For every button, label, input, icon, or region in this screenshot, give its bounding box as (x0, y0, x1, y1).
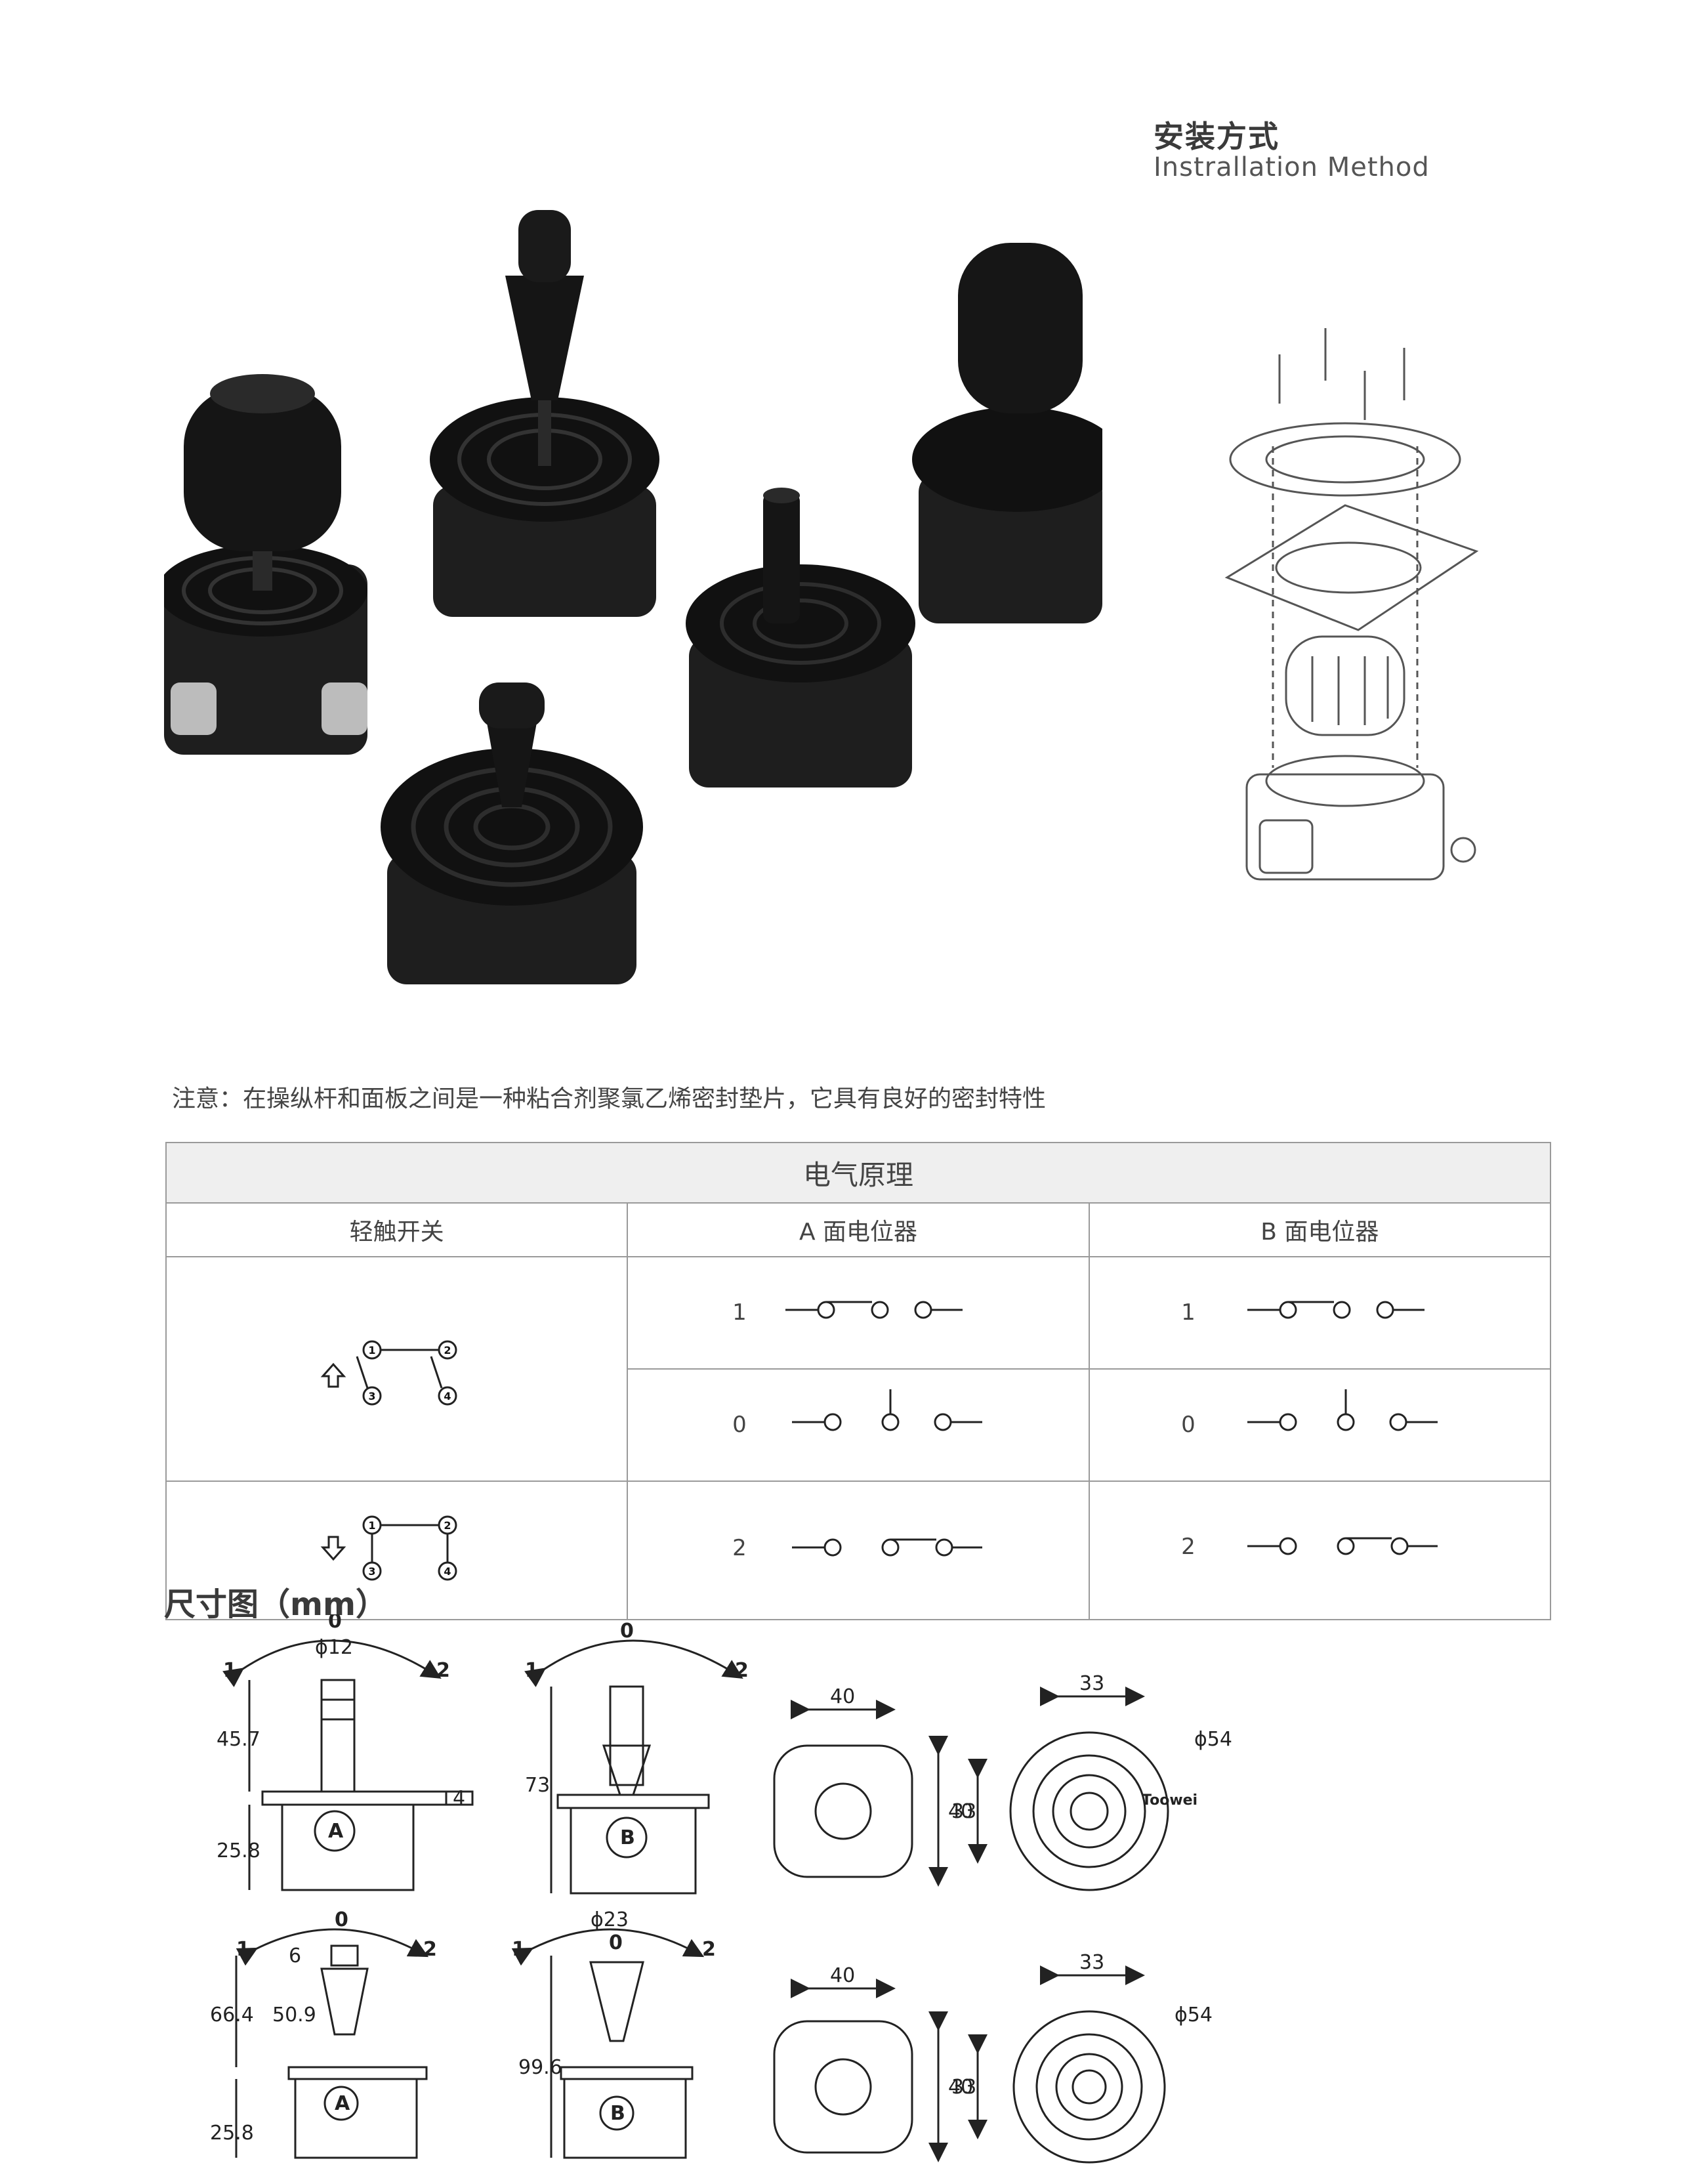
dim-40-side-2: 40 (948, 2076, 973, 2099)
pot-b-label-0: 0 (1181, 1412, 1196, 1438)
joystick-photo-2 (430, 210, 659, 617)
dim-phi23: ϕ23 (591, 1908, 629, 1931)
dir-label-2b: 2 (735, 1659, 749, 1682)
dim-33-top-2: 33 (1079, 1951, 1104, 1974)
dim-73: 73 (525, 1774, 550, 1797)
pot-a-label-2: 2 (733, 1535, 747, 1561)
mounting-ring (1229, 422, 1461, 497)
dim-4: 4 (453, 1787, 465, 1810)
tact-switch-down-symbol: 1 2 3 4 (320, 1515, 457, 1581)
arrow-up-icon (320, 1362, 346, 1387)
dir-label-0d: 0 (609, 1931, 623, 1954)
tact-switch-up-symbol: 1 2 3 4 (320, 1340, 457, 1405)
screws (1278, 328, 1405, 420)
dim-40-side: 40 (948, 1800, 973, 1823)
terminal-4b: 4 (444, 1565, 451, 1578)
arrow-down-icon (320, 1536, 346, 1561)
dim-50-9: 50.9 (272, 2004, 316, 2026)
pot-b-mark-2: B (610, 2102, 625, 2125)
dim-40-top-2: 40 (830, 1964, 855, 1987)
dim-40-top: 40 (830, 1685, 855, 1708)
pot-b-pos-0: 0 (1088, 1368, 1552, 1482)
dim-phi12: ϕ12 (315, 1636, 353, 1659)
col-header-pot-a: A 面电位器 (627, 1202, 1090, 1257)
panel-plate (1224, 504, 1479, 631)
dim-phi54-2: ϕ54 (1175, 2004, 1213, 2026)
side-view-2 (524, 1639, 743, 1895)
pot-a-mark-2: A (335, 2092, 350, 2115)
top-view-1 (773, 1700, 948, 1887)
joystick-photo-1 (157, 374, 367, 755)
dim-6: 6 (289, 1944, 301, 1967)
tact-switch-up-cell: 1 2 3 4 (165, 1256, 629, 1482)
terminal-1: 1 (369, 1344, 376, 1356)
dir-label-0: 0 (328, 1614, 342, 1633)
bottom-view-2 (968, 1965, 1166, 2164)
dim-33-side-2: 33 (951, 2076, 976, 2099)
dir-label-0b: 0 (620, 1620, 634, 1643)
joystick-photo-5 (381, 682, 643, 984)
dim-66-4: 66.4 (210, 2004, 254, 2026)
joystick-photo-4 (686, 488, 915, 788)
terminal-2: 2 (444, 1344, 451, 1356)
pot-b-pos-1: 1 (1088, 1256, 1552, 1370)
pot-b-mark: B (620, 1826, 635, 1849)
dim-25-8: 25.8 (217, 1839, 260, 1862)
installation-diagram (1214, 315, 1489, 906)
tact-switch-down-cell: 1 2 3 4 (165, 1480, 629, 1620)
joystick-base (1245, 773, 1445, 881)
side-view-1 (222, 1639, 474, 1891)
brand-mark: Toowei (1142, 1792, 1197, 1809)
dir-label-2d: 2 (702, 1938, 716, 1961)
pot-b-label-2: 2 (1181, 1534, 1196, 1560)
dim-99-6: 99.6 (518, 2056, 562, 2079)
dim-33-side: 33 (951, 1800, 976, 1823)
dim-33-top: 33 (1079, 1672, 1104, 1695)
terminal-3b: 3 (369, 1565, 376, 1578)
dim-25-8b: 25.8 (210, 2122, 254, 2145)
dir-label-2: 2 (436, 1659, 450, 1682)
terminal-2b: 2 (444, 1519, 451, 1532)
dim-phi54: ϕ54 (1194, 1728, 1232, 1751)
dir-label-2c: 2 (423, 1938, 437, 1961)
product-photos (157, 197, 1122, 1024)
pot-a-mark: A (328, 1820, 344, 1843)
dimensions-title: 尺寸图（mm） (164, 1586, 388, 1623)
pot-a-pos-0: 0 (627, 1368, 1090, 1482)
dimension-drawings: 1 0 2 ϕ12 45.7 25.8 4 A 1 0 2 73 B 40 40… (197, 1610, 1312, 2179)
col-header-pot-b: B 面电位器 (1088, 1202, 1552, 1257)
installation-subtitle: Instrallation Method (1154, 152, 1430, 182)
pot-a-label-1: 1 (733, 1299, 747, 1326)
joystick-photo-3 (912, 243, 1122, 623)
terminal-3: 3 (369, 1390, 376, 1402)
pot-b-pos-2: 2 (1088, 1480, 1552, 1620)
dir-label-1b: 1 (525, 1659, 539, 1682)
side-view-4 (511, 1928, 705, 2159)
terminal-4: 4 (444, 1390, 451, 1402)
dir-label-0c: 0 (335, 1908, 348, 1931)
col-header-tact-switch: 轻触开关 (165, 1202, 629, 1257)
electrical-table: 电气原理 轻触开关 A 面电位器 B 面电位器 1 2 3 4 (165, 1142, 1552, 1620)
pot-a-label-0: 0 (733, 1412, 747, 1438)
installation-title: 安装方式 (1154, 119, 1280, 154)
pot-b-label-1: 1 (1181, 1299, 1196, 1326)
dim-45-7: 45.7 (217, 1728, 260, 1751)
pot-a-pos-1: 1 (627, 1256, 1090, 1370)
bottom-view-1 (968, 1687, 1169, 1891)
pot-a-pos-2: 2 (627, 1480, 1090, 1620)
side-view-3 (235, 1928, 429, 2159)
dir-label-1d: 1 (512, 1938, 526, 1961)
electrical-title: 电气原理 (165, 1142, 1551, 1204)
dir-label-1c: 1 (236, 1938, 250, 1961)
dir-label-1: 1 (223, 1659, 237, 1682)
terminal-1b: 1 (369, 1519, 376, 1532)
sealing-note: 注意：在操纵杆和面板之间是一种粘合剂聚氯乙烯密封垫片，它具有良好的密封特性 (172, 1085, 1047, 1112)
knob (1285, 635, 1405, 736)
top-view-2 (773, 1979, 948, 2162)
